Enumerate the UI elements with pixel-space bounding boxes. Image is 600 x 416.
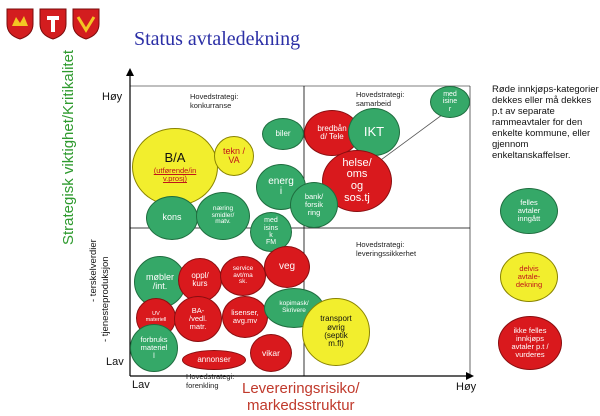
quadrant-label-forenkling: Hovedstrategi: forenkling bbox=[186, 372, 235, 390]
bubble-ba-vedl: BA- /vedl. matr. bbox=[174, 296, 222, 342]
y-axis-subtitle-1: - terskelverdier bbox=[88, 239, 99, 302]
bubble-ba-subtitle: (utførende/in v.prosj) bbox=[153, 166, 197, 184]
legend-yellow: delvis avtale- dekning bbox=[500, 252, 558, 302]
bubble-bank: bank/ forsik ring bbox=[290, 182, 338, 228]
bubble-medisiner: med isine r bbox=[430, 86, 470, 118]
x-axis-title: Levereringsrisiko/ markedsstruktur bbox=[242, 380, 360, 414]
bubble-service: service avt/ma sk. bbox=[220, 256, 266, 296]
bubble-vikar: vikar bbox=[250, 334, 292, 372]
bubble-biler: biler bbox=[262, 118, 304, 150]
y-axis-subtitle-2: - tjenesteproduksjon bbox=[100, 256, 111, 342]
x-axis-low-label: Lav bbox=[132, 379, 150, 391]
bubble-kons: kons bbox=[146, 196, 198, 240]
x-axis-high-label: Høy bbox=[456, 381, 477, 393]
side-note: Røde innkjøps-kategorier dekkes eller må… bbox=[492, 84, 599, 161]
shield-logo-3 bbox=[72, 8, 100, 40]
x-axis-title-line-2: markedsstruktur bbox=[247, 397, 355, 414]
bubble-veg: veg bbox=[264, 246, 310, 288]
legend-red: ikke felles innkjøps avtaler p.t / vurde… bbox=[498, 316, 562, 370]
y-axis-low-label: Lav bbox=[106, 356, 124, 368]
legend-green: felles avtaler inngått bbox=[500, 188, 558, 234]
bubble-medisinsk: med isins k FM bbox=[250, 212, 292, 252]
bubble-ba: B/A (utførende/in v.prosj) bbox=[132, 128, 218, 206]
shield-logo-1 bbox=[6, 8, 34, 40]
quadrant-label-konkurranse: Hovedstrategi: konkurranse bbox=[190, 92, 239, 110]
bubble-lisenser: lisenser, avg.mv bbox=[222, 296, 268, 338]
y-axis-title: Strategisk viktighet/Kritikalitet bbox=[60, 49, 77, 245]
quadrant-label-leveringssikkerhet: Hovedstrategi: leveringssikkerhet bbox=[356, 240, 417, 258]
shield-logo-2 bbox=[39, 8, 67, 40]
bubble-ba-title: B/A bbox=[164, 149, 186, 165]
y-axis-high-label: Høy bbox=[102, 91, 123, 103]
page-title: Status avtaledekning bbox=[134, 28, 301, 50]
bubble-tekn-va: tekn / VA bbox=[214, 136, 254, 176]
x-axis-title-line-1: Levereringsrisiko/ bbox=[242, 380, 360, 397]
bubble-forbruks: forbruks materiel l bbox=[130, 324, 178, 372]
bubble-naering: næring smidler/ matv. bbox=[196, 192, 250, 240]
bubble-annonser: annonser bbox=[182, 350, 246, 370]
quadrant-label-samarbeid: Hovedstrategi: samarbeid bbox=[356, 90, 405, 108]
bubble-transport: transport øvrig (septik m.fl) bbox=[302, 298, 370, 366]
bubble-ikt: IKT bbox=[348, 108, 400, 156]
